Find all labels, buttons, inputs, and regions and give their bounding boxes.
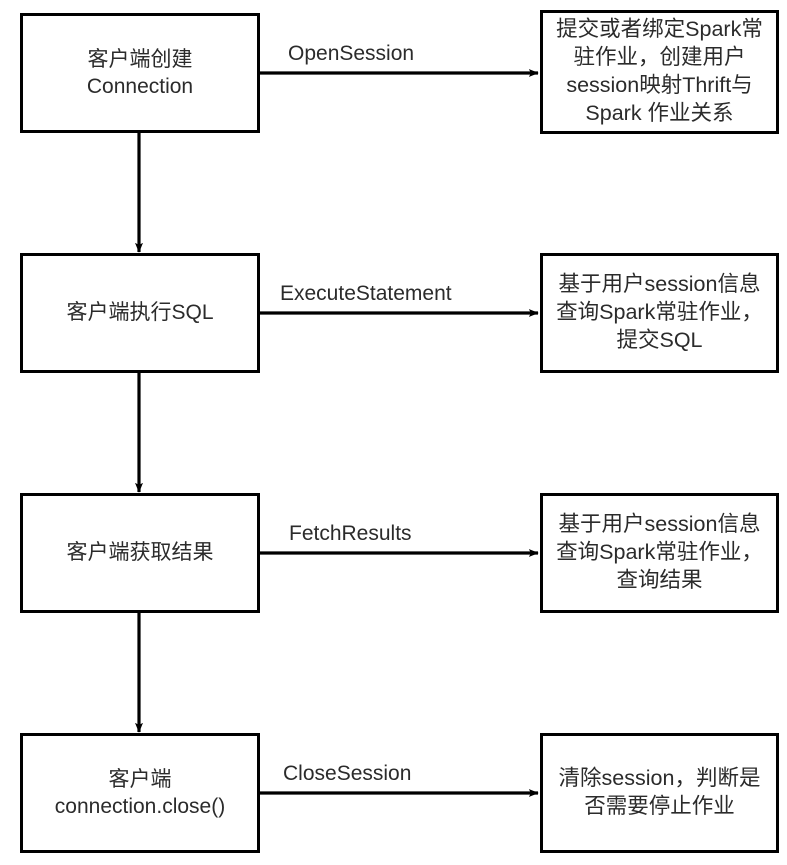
node-query-spark-submit-sql[interactable]: 基于用户session信息 查询Spark常驻作业， 提交SQL bbox=[540, 253, 779, 373]
edge-label-open-session: OpenSession bbox=[288, 42, 415, 65]
edge-label-close-session: CloseSession bbox=[283, 762, 412, 785]
edge-label-execute-statement: ExecuteStatement bbox=[280, 282, 452, 305]
node-label: 基于用户session信息 查询Spark常驻作业， 查询结果 bbox=[556, 512, 763, 592]
node-label: 客户端 connection.close() bbox=[54, 767, 226, 818]
node-label: 清除session，判断是 否需要停止作业 bbox=[558, 766, 761, 818]
node-client-execute-sql[interactable]: 客户端执行SQL bbox=[20, 253, 260, 373]
node-label: 客户端创建 Connection bbox=[86, 47, 194, 98]
node-client-create-connection[interactable]: 客户端创建 Connection bbox=[20, 13, 260, 133]
node-client-fetch-result[interactable]: 客户端获取结果 bbox=[20, 493, 260, 613]
node-label: 客户端获取结果 bbox=[66, 541, 214, 565]
node-label: 客户端执行SQL bbox=[66, 301, 214, 325]
node-query-spark-fetch-result[interactable]: 基于用户session信息 查询Spark常驻作业， 查询结果 bbox=[540, 493, 779, 613]
node-bind-spark-job[interactable]: 提交或者绑定Spark常 驻作业，创建用户 session映射Thrift与 S… bbox=[540, 10, 779, 134]
edge-label-fetch-results: FetchResults bbox=[289, 522, 412, 545]
node-label: 基于用户session信息 查询Spark常驻作业， 提交SQL bbox=[556, 272, 763, 352]
node-label: 提交或者绑定Spark常 驻作业，创建用户 session映射Thrift与 S… bbox=[556, 17, 763, 125]
node-clear-session-stop-job[interactable]: 清除session，判断是 否需要停止作业 bbox=[540, 733, 779, 853]
node-client-close-connection[interactable]: 客户端 connection.close() bbox=[20, 733, 260, 853]
